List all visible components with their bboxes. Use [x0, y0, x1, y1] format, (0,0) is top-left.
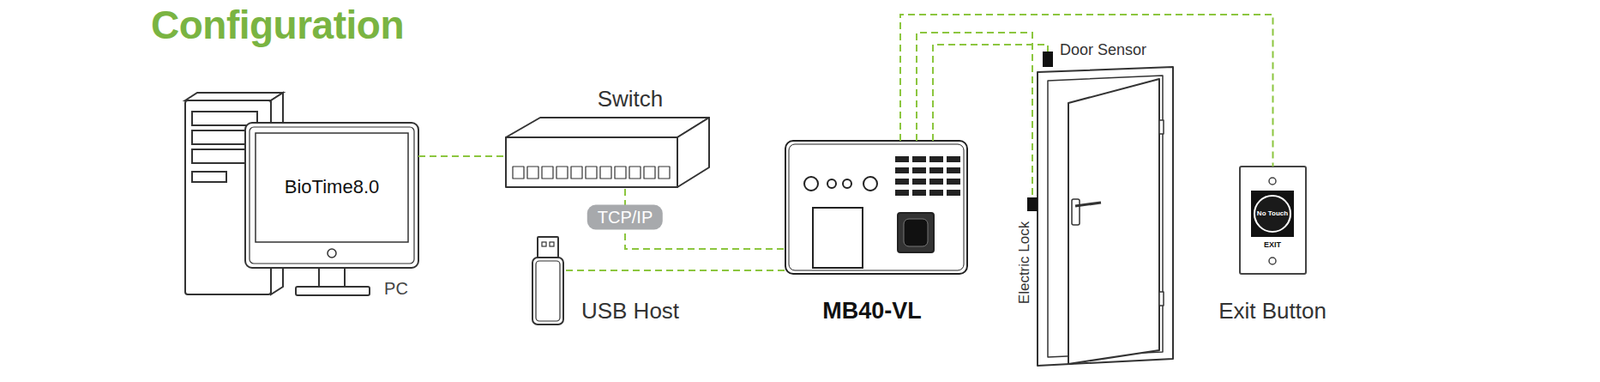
network-switch	[505, 117, 710, 187]
network-switch-part	[505, 117, 710, 138]
switch-ports-part	[614, 166, 626, 179]
usb-stick-part	[537, 236, 559, 259]
switch-ports-part	[629, 166, 641, 179]
keypad-part	[929, 156, 944, 163]
switch-node: Switch	[505, 117, 710, 189]
switch-ports-part	[527, 166, 539, 179]
pc-monitor-part	[295, 286, 370, 295]
usb-stick-part	[535, 260, 560, 321]
switch-ports-part	[585, 166, 597, 179]
dashed-wire	[900, 14, 1274, 167]
door-part	[1068, 78, 1160, 364]
keypad-part	[946, 167, 961, 174]
mb40-device-part	[897, 212, 934, 253]
mb40-device-part	[785, 140, 968, 274]
pc-monitor-part	[327, 248, 337, 258]
keypad-part	[912, 167, 927, 174]
door	[1037, 66, 1173, 366]
switch-ports-part	[658, 166, 670, 179]
dashed-wire	[565, 269, 786, 271]
usb-stick	[532, 236, 564, 325]
mb40-device-part	[842, 179, 852, 188]
switch-ports-part	[600, 166, 612, 179]
dashed-wire	[916, 32, 1033, 198]
keypad-part	[895, 167, 909, 174]
button-text: EXIT	[1263, 240, 1282, 249]
switch-ports	[512, 166, 670, 179]
usb-stick-part	[541, 241, 547, 247]
keypad-part	[929, 167, 944, 174]
switch-ports-part	[643, 166, 656, 179]
device-label: MB40-VL	[822, 297, 922, 325]
usb-stick-part	[532, 257, 564, 325]
keypad-part	[946, 178, 961, 185]
keypad-part	[895, 156, 909, 163]
keypad-part	[912, 178, 927, 185]
exit-button-node: No TouchEXITExit Button	[1239, 166, 1306, 274]
keypad-part	[895, 189, 909, 196]
keypad-part	[946, 156, 961, 163]
device-label: Exit Button	[1218, 298, 1327, 325]
switch-ports-part	[512, 166, 524, 179]
exit-button-part	[1239, 166, 1306, 274]
pc-monitor-part	[245, 122, 419, 268]
pc-monitor-part	[318, 265, 345, 288]
keypad-part	[946, 189, 961, 196]
mb40-device-part	[788, 144, 964, 271]
network-switch-part	[677, 117, 710, 187]
mb40-device-part	[812, 207, 863, 268]
keypad-part	[929, 189, 944, 196]
mb40-device-part	[863, 176, 878, 191]
keypad-part	[912, 189, 927, 196]
exit-button-part	[1269, 177, 1276, 185]
exit-button	[1239, 166, 1306, 274]
mb40-device-part	[903, 218, 928, 247]
mb40-device-part	[804, 176, 819, 191]
terminal-node: MB40-VL	[785, 140, 968, 274]
switch-ports-part	[541, 166, 554, 179]
keypad	[895, 156, 961, 196]
door-part	[1071, 198, 1080, 225]
exit-button-part	[1251, 190, 1294, 237]
door-sensor: Door Sensor	[1042, 51, 1053, 67]
usb-node: USB Host	[530, 236, 566, 325]
door-part	[1075, 202, 1101, 206]
door-part	[1159, 120, 1164, 134]
pc-node: BioTime8.0PC	[183, 98, 419, 296]
pc-monitor	[245, 122, 419, 295]
mb40-device	[785, 140, 968, 274]
pc-tower-part	[192, 111, 258, 126]
device-label: PC	[384, 278, 409, 299]
switch-ports-part	[556, 166, 568, 179]
pc-tower-part	[192, 171, 227, 182]
software-name: BioTime8.0	[284, 175, 379, 198]
part-label: Door Sensor	[1059, 41, 1147, 60]
protocol-label: TCP/IP	[587, 204, 663, 230]
door-part	[1159, 291, 1164, 306]
part-label: Electric Lock	[1016, 221, 1034, 304]
electric-lock: Electric Lock	[1027, 197, 1038, 211]
keypad-part	[912, 156, 927, 163]
pc-monitor-part	[255, 132, 409, 242]
device-label: USB Host	[581, 298, 680, 325]
pc-monitor-part	[249, 126, 415, 264]
dashed-wire	[418, 155, 506, 157]
exit-button-part	[1269, 257, 1276, 265]
button-text: No Touch	[1257, 209, 1288, 217]
mb40-device-part	[827, 179, 837, 188]
network-switch-part	[505, 137, 678, 187]
keypad-part	[895, 178, 909, 185]
dashed-wire	[932, 44, 1048, 141]
keypad-part	[929, 178, 944, 185]
switch-ports-part	[571, 166, 583, 179]
usb-stick-part	[549, 241, 554, 247]
diagram-title: Configuration	[150, 1, 404, 49]
door-part	[1037, 66, 1173, 366]
device-label: Switch	[597, 86, 664, 113]
exit-button-part	[1254, 195, 1291, 232]
pc-tower-part	[185, 92, 283, 101]
